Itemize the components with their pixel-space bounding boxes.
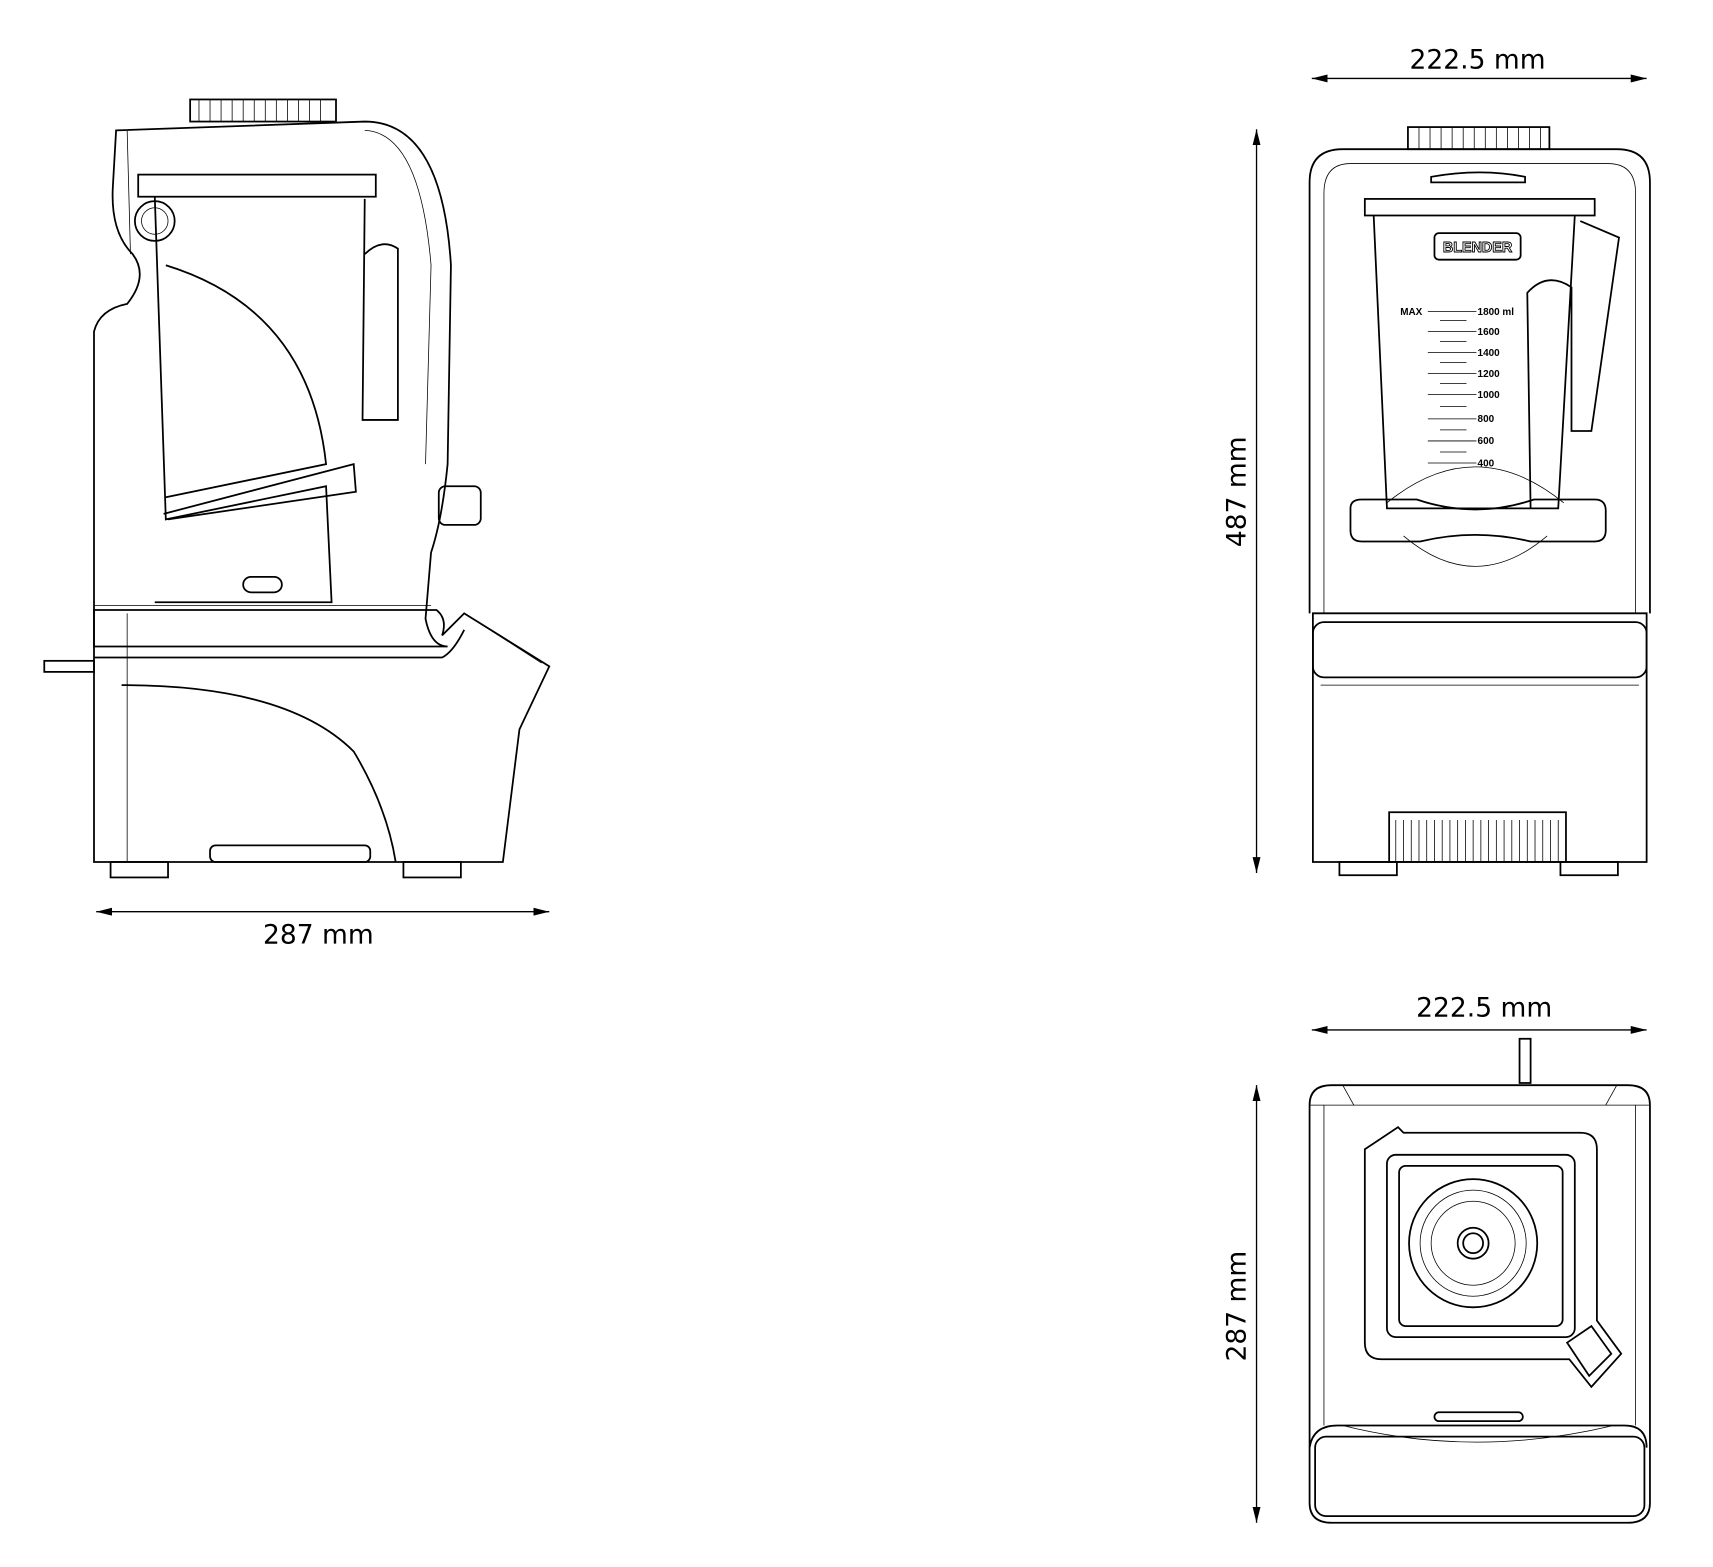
lid-cap	[1407, 126, 1551, 151]
max-label: MAX	[1400, 307, 1422, 318]
front-height-label: 487 mm	[1221, 436, 1252, 547]
power-cord	[1518, 1037, 1532, 1084]
side-width-label: 287 mm	[263, 920, 374, 951]
scale-mark: 800	[1478, 414, 1495, 425]
foot	[1559, 861, 1619, 877]
front-view: BLENDER MAX 1800 ml 1600 1400 1200 1000 …	[1308, 126, 1651, 877]
foot	[1338, 861, 1398, 877]
lid-knob	[1408, 1178, 1539, 1309]
jar-top-outline	[1363, 1126, 1623, 1389]
side-housing-cover	[93, 120, 452, 648]
front-base	[1312, 612, 1648, 863]
scale-mark: 1800 ml	[1478, 307, 1515, 318]
scale-mark: 1000	[1478, 390, 1501, 401]
jar-lid	[1363, 198, 1596, 217]
foot	[109, 861, 169, 879]
front-housing	[1308, 148, 1651, 614]
top-depth-label: 287 mm	[1221, 1251, 1252, 1362]
jar-handle-band	[1349, 498, 1607, 543]
top-view	[1308, 1037, 1651, 1524]
scale-mark: 1600	[1478, 327, 1501, 338]
scale-mark: 600	[1478, 436, 1495, 447]
lid-cap	[189, 98, 337, 123]
side-view	[43, 98, 551, 879]
side-latch	[134, 200, 176, 242]
scale-mark: 1200	[1478, 369, 1501, 380]
power-cord	[43, 659, 95, 673]
vent-grille	[1388, 811, 1567, 863]
side-base	[93, 609, 551, 863]
jar-side	[153, 196, 333, 604]
scale-mark: 400	[1478, 458, 1495, 469]
control-knob	[437, 485, 482, 526]
jar-logo-badge	[1433, 232, 1522, 261]
scale-mark: 1400	[1478, 348, 1501, 359]
measuring-scale: MAX 1800 ml 1600 1400 1200 1000 800 600 …	[1400, 307, 1514, 469]
top-housing	[1308, 1084, 1651, 1524]
jar-lid	[137, 173, 377, 198]
top-width-label: 222.5 mm	[1416, 993, 1552, 1024]
front-width-label: 222.5 mm	[1410, 45, 1546, 76]
foot	[402, 861, 462, 879]
jar-logo: BLENDER	[1443, 240, 1513, 256]
